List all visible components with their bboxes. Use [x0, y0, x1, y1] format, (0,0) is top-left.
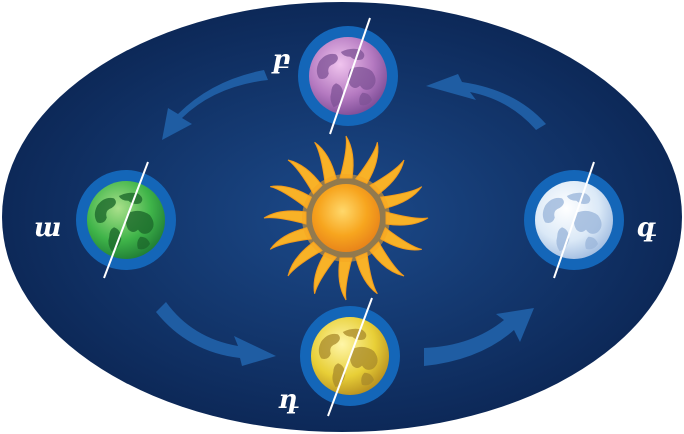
- planet-right: [524, 161, 624, 279]
- label-bottom: դ: [278, 385, 299, 415]
- planet-left: [76, 161, 176, 279]
- orbit-arrow-bottom-left: [156, 302, 276, 366]
- orbit-arrow-top-right: [426, 74, 546, 130]
- orbit-arrow-bottom-right: [424, 308, 534, 366]
- label-right: գ: [636, 213, 657, 243]
- orbit-arrow-top-left: [162, 70, 268, 140]
- planet-bottom: [300, 297, 400, 417]
- planet-top: [298, 17, 398, 135]
- label-left: ա: [34, 213, 61, 243]
- label-top: բ: [271, 45, 290, 75]
- sun-icon: [263, 135, 429, 301]
